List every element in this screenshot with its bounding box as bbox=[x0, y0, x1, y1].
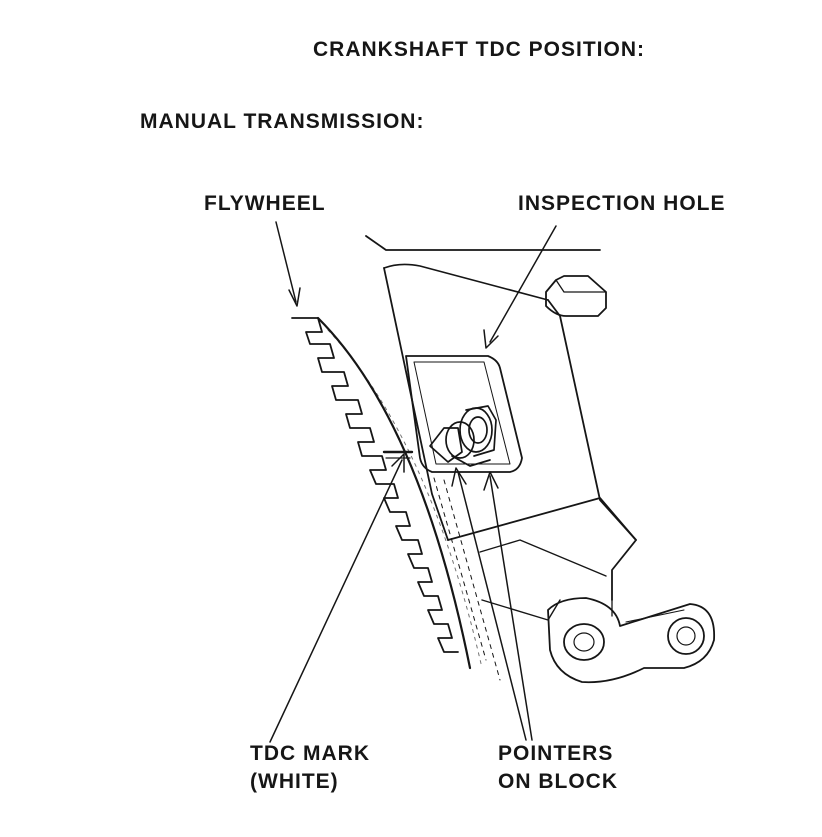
flywheel-label: FLYWHEEL bbox=[204, 192, 326, 215]
inspection-hole bbox=[405, 355, 523, 473]
pointers-label-line1: POINTERS bbox=[498, 742, 614, 765]
block-left-edge bbox=[383, 267, 449, 541]
tdc-mark-label-line1: TDC MARK bbox=[250, 742, 370, 765]
flywheel-rim bbox=[316, 316, 472, 670]
lower-housing bbox=[447, 497, 637, 601]
pointer-assembly bbox=[429, 405, 497, 467]
flywheel-leader bbox=[275, 221, 297, 303]
block-top-edge bbox=[365, 235, 601, 251]
mount-hole-1-inner bbox=[573, 632, 595, 652]
flywheel-arrowhead bbox=[288, 287, 301, 307]
housing-boss bbox=[545, 275, 607, 317]
hidden-edge-1 bbox=[433, 477, 487, 661]
mount-detail-2 bbox=[625, 609, 685, 623]
mount-hole-2 bbox=[667, 617, 705, 655]
pointer-arrowhead-2 bbox=[483, 471, 499, 491]
tdc-leader bbox=[269, 459, 403, 743]
page-title: CRANKSHAFT TDC POSITION: bbox=[313, 38, 645, 61]
housing-boss-top bbox=[555, 279, 607, 293]
inspection-arrowhead bbox=[483, 329, 499, 349]
flywheel-rim-inner bbox=[327, 329, 483, 669]
block-right-edge bbox=[547, 299, 637, 541]
lower-housing-face bbox=[479, 539, 607, 577]
tdc-mark-label: TDC MARK (WHITE) bbox=[250, 740, 370, 796]
section-subtitle: MANUAL TRANSMISSION: bbox=[140, 110, 425, 133]
inspection-leader bbox=[489, 225, 557, 343]
inspection-hole-inner bbox=[413, 361, 511, 465]
pointers-label-line2: ON BLOCK bbox=[498, 770, 618, 793]
tdc-mark-label-line2: (WHITE) bbox=[250, 770, 339, 793]
tdc-arrowhead bbox=[391, 453, 405, 473]
mount-hole-1 bbox=[563, 623, 605, 661]
hidden-edge-2 bbox=[443, 479, 501, 681]
inspection-hole-label: INSPECTION HOLE bbox=[518, 192, 726, 215]
pointer-leader-1 bbox=[457, 471, 527, 741]
mount-bracket bbox=[547, 597, 715, 684]
mount-hole-2-inner bbox=[676, 626, 696, 646]
pointers-on-block-label: POINTERS ON BLOCK bbox=[498, 740, 618, 796]
pointer-arrowhead-1 bbox=[451, 467, 467, 487]
flywheel-teeth bbox=[291, 317, 459, 653]
pointer-leader-2 bbox=[489, 475, 533, 741]
block-upper-lip bbox=[383, 263, 549, 301]
